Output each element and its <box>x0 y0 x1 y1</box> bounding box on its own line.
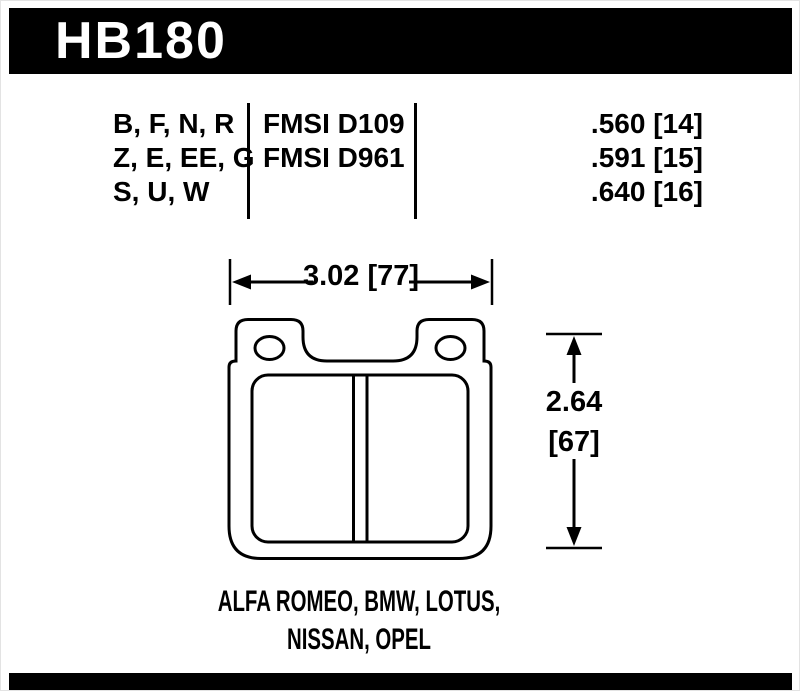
arrow-left-icon <box>232 274 251 290</box>
height-dimension-arrows <box>546 332 602 550</box>
compound-cell: Z, E, EE, G <box>113 142 255 173</box>
backing-plate-outline <box>227 318 493 560</box>
applications-line2: NISSAN, OPEL <box>287 623 431 656</box>
mounting-hole-left <box>253 335 286 361</box>
height-dimension-label-inches: 2.64 <box>545 386 603 418</box>
table-divider-right <box>414 103 417 219</box>
thickness-cell: .640 [16] <box>590 176 703 207</box>
compound-cell: B, F, N, R <box>113 108 235 139</box>
applications-line1: ALFA ROMEO, BMW, LOTUS, <box>217 585 501 618</box>
thickness-cell: .591 [15] <box>590 142 703 173</box>
width-dimension-arrows <box>228 259 494 305</box>
friction-material-outline <box>250 373 470 544</box>
fmsi-cell: FMSI D109 <box>263 108 405 139</box>
footer-bar <box>9 673 792 690</box>
compound-cell: S, U, W <box>113 176 210 207</box>
arrow-down-icon <box>566 527 582 546</box>
brake-pad-drawing <box>227 318 493 560</box>
table-divider-left <box>247 103 250 219</box>
arrow-right-icon <box>471 274 490 290</box>
thickness-cell: .560 [14] <box>590 108 703 139</box>
part-number: HB180 <box>55 12 227 70</box>
part-number-banner: HB180 <box>9 8 792 74</box>
fmsi-cell: FMSI D961 <box>263 142 405 173</box>
width-dimension-label: 3.02 [77] <box>302 260 420 292</box>
arrow-up-icon <box>566 336 582 355</box>
height-dimension-label-mm: [67] <box>548 426 600 458</box>
mounting-hole-right <box>434 335 467 361</box>
